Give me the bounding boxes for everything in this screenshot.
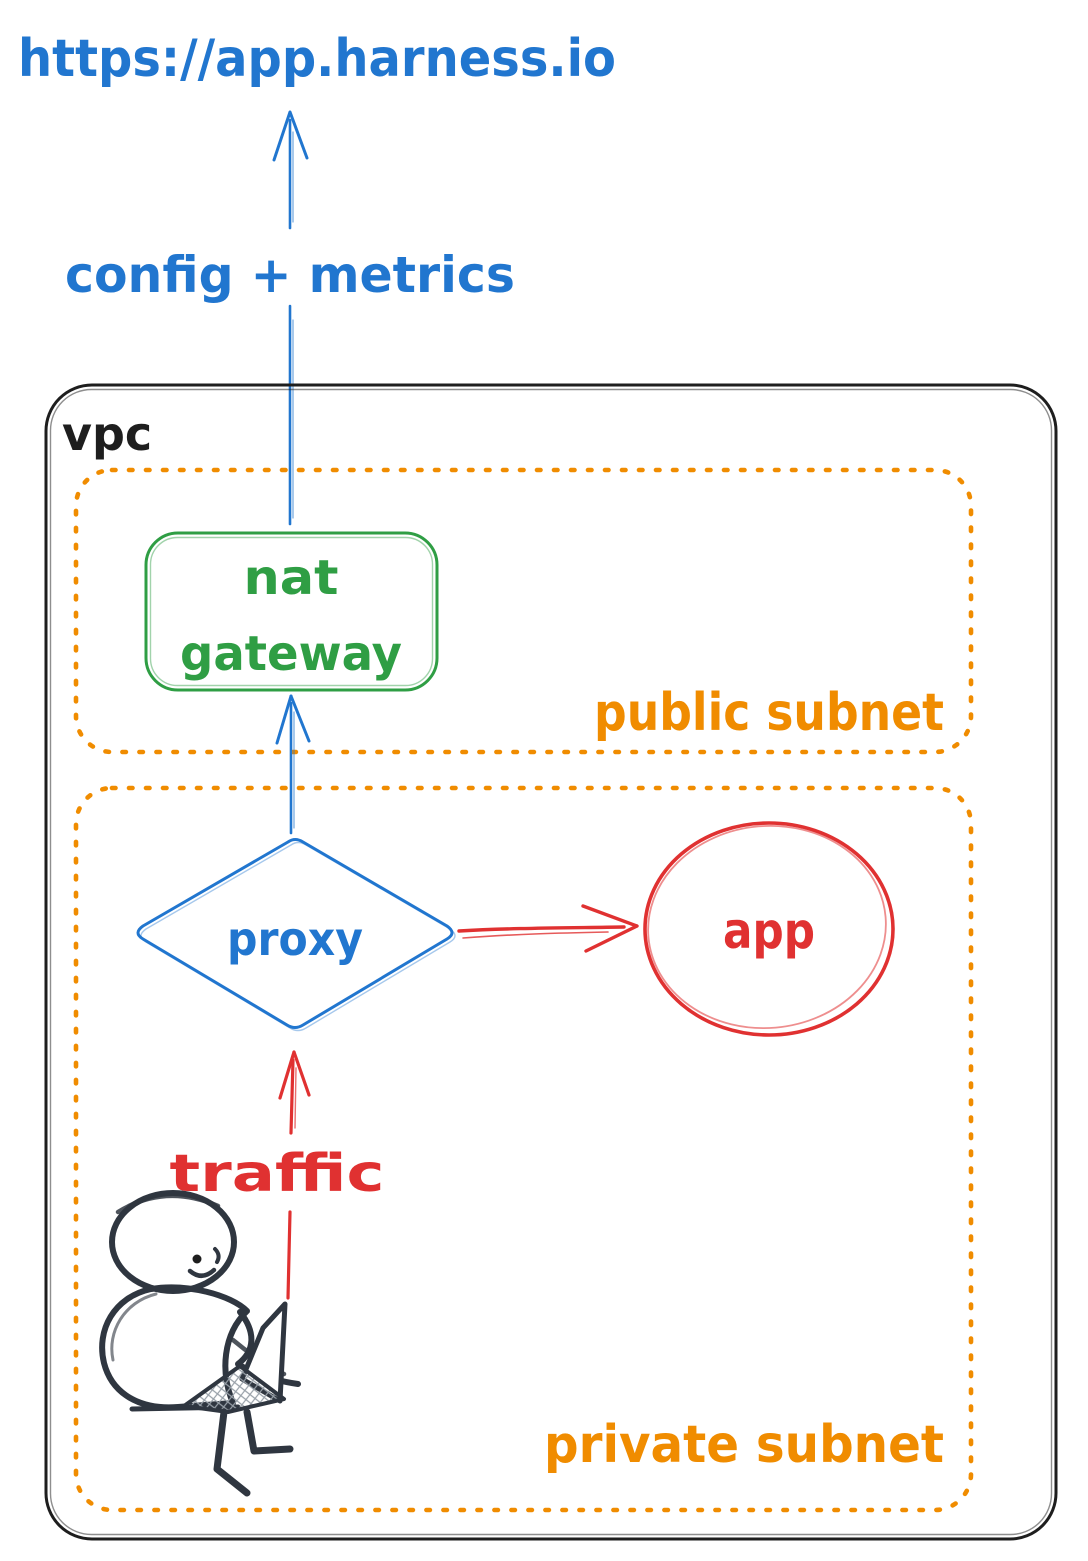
private-subnet-label: private subnet: [544, 1415, 944, 1475]
private-subnet-container: private subnet: [73, 785, 974, 1513]
user-head: [109, 1190, 237, 1294]
public-subnet-border: [73, 467, 974, 755]
traffic-arrow: traffic: [170, 1050, 385, 1300]
proxy-border: [136, 838, 454, 1029]
config-metrics-arrow: config + metrics: [65, 110, 515, 526]
vpc-label: vpc: [62, 407, 152, 461]
proxy-to-app-sketch-stroke: [462, 931, 609, 939]
user-torso-sketch-stroke: [110, 1292, 158, 1362]
app-node: app: [643, 821, 895, 1037]
user-figure: [99, 1190, 301, 1497]
nat-gateway-border-sketch: [149, 536, 434, 687]
laptop-icon: [182, 1301, 288, 1414]
vpc-border-sketch: [49, 388, 1053, 1536]
proxy-border-sketch: [140, 841, 456, 1032]
proxy-label: proxy: [227, 912, 363, 966]
nat-gateway-label-line2: gateway: [180, 626, 402, 682]
user-hair-stroke: [115, 1193, 221, 1215]
vpc-container: vpc: [44, 383, 1058, 1541]
proxy-to-nat-arrowhead: [275, 694, 311, 745]
app-border: [643, 821, 895, 1037]
laptop-keyboard: [182, 1364, 286, 1414]
nat-gateway-border: [144, 531, 439, 692]
traffic-label: traffic: [170, 1144, 385, 1204]
user-smile: [187, 1267, 217, 1278]
proxy-to-app-arrowhead: [581, 904, 639, 953]
user-leg-right: [243, 1408, 294, 1455]
app-border-sketch: [647, 824, 887, 1030]
proxy-to-app-arrow: [457, 904, 639, 953]
nat-gateway-label-line1: nat: [244, 550, 339, 606]
traffic-shaft-upper: [289, 1058, 295, 1135]
destination-url-label: https://app.harness.io: [18, 29, 616, 89]
nat-gateway-node: nat gateway: [144, 531, 439, 692]
proxy-node: proxy: [136, 838, 456, 1032]
user-eye: [192, 1254, 202, 1264]
vpc-border: [44, 383, 1058, 1541]
public-subnet-container: public subnet: [73, 467, 974, 755]
config-metrics-label: config + metrics: [65, 246, 515, 304]
user-nose: [213, 1247, 221, 1264]
traffic-sketch-stroke: [294, 1067, 297, 1129]
config-metrics-arrowhead: [272, 110, 309, 162]
app-label: app: [723, 902, 815, 960]
public-subnet-label: public subnet: [594, 683, 944, 743]
proxy-to-nat-arrow: [275, 694, 311, 835]
private-subnet-border: [73, 785, 974, 1513]
traffic-shaft-lower: [286, 1210, 292, 1300]
traffic-arrowhead: [278, 1050, 311, 1100]
proxy-to-app-shaft: [457, 925, 626, 933]
user-leg-left: [213, 1408, 251, 1497]
